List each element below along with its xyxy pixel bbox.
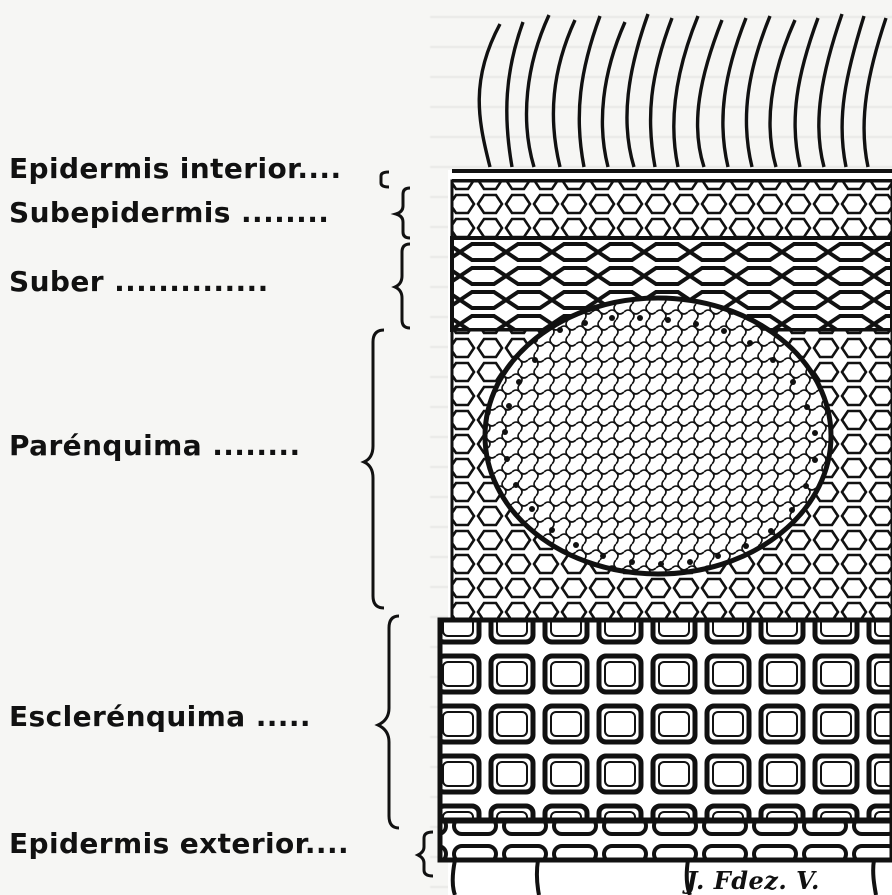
label-epidermis-exterior: Epidermis exterior.... [9, 830, 349, 858]
sclerenchyma-tissue [440, 620, 892, 820]
artist-signature: J. Fdez. V. [686, 866, 820, 895]
subepidermis-tissue [452, 181, 892, 239]
braces [364, 172, 433, 876]
trichomes [479, 14, 886, 167]
label-parenquima: Parénquima ........ [9, 432, 300, 460]
label-esclerenquima: Esclerénquima ..... [9, 703, 311, 731]
label-epidermis-interior: Epidermis interior.... [9, 155, 342, 183]
outer-epidermis-tissue [440, 821, 892, 860]
label-suber: Suber .............. [9, 268, 269, 296]
label-subepidermis: Subepidermis ........ [9, 199, 329, 227]
